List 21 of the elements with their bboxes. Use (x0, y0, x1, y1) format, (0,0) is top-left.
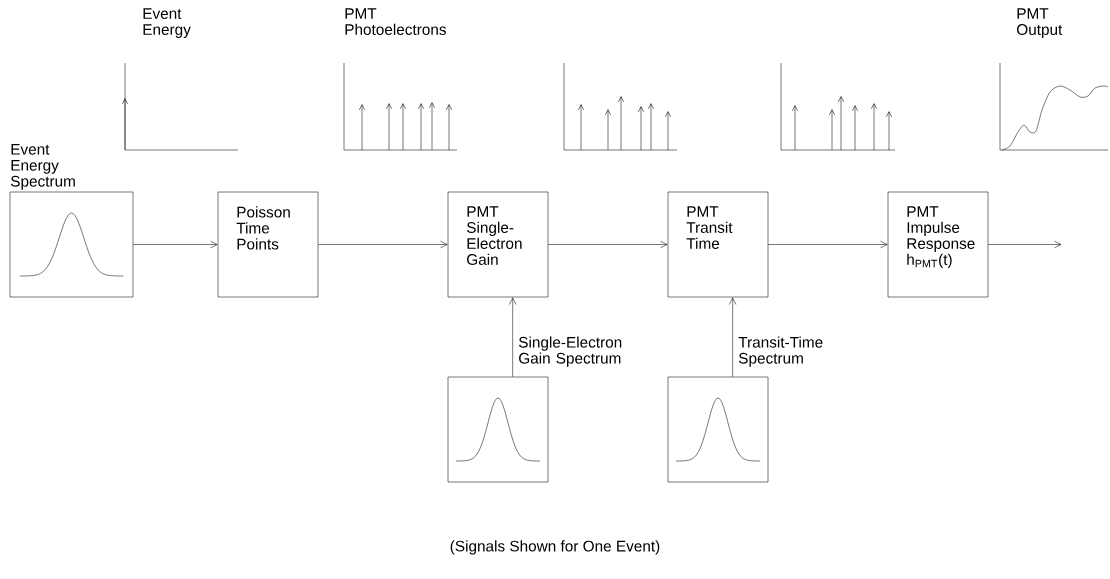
spectrum-box: Transit-Time Spectrum (667, 336, 823, 483)
arrow (768, 240, 888, 249)
node-label: Event Energy Spectrum (10, 144, 75, 190)
arrow (548, 240, 668, 249)
signal-label: PMT Output (1017, 8, 1063, 38)
node-label: Transit-Time Spectrum (738, 336, 823, 367)
process-box: Poisson Time Points (217, 191, 319, 298)
spectrum-box: Event Energy Spectrum (9, 144, 134, 298)
process-box: PMT Impulse Response h$_{PMT}$(t) (887, 191, 989, 298)
process-box: PMT Single-Electron Gain (447, 191, 549, 298)
arrow (509, 297, 517, 377)
arrow (133, 240, 218, 249)
process-box: PMT Transit Time (667, 191, 769, 298)
arrow (318, 240, 448, 249)
arrow (988, 240, 1062, 249)
signal-label: (Signals Shown for One Event) (450, 540, 660, 555)
spectrum-box: Single-Electron Gain Spectrum (447, 336, 622, 483)
signal-label: Event Energy (143, 8, 191, 38)
node-label: Single-Electron Gain Spectrum (518, 336, 622, 367)
arrow (729, 297, 737, 377)
signal-label: PMT Photoelectrons (345, 8, 446, 35)
